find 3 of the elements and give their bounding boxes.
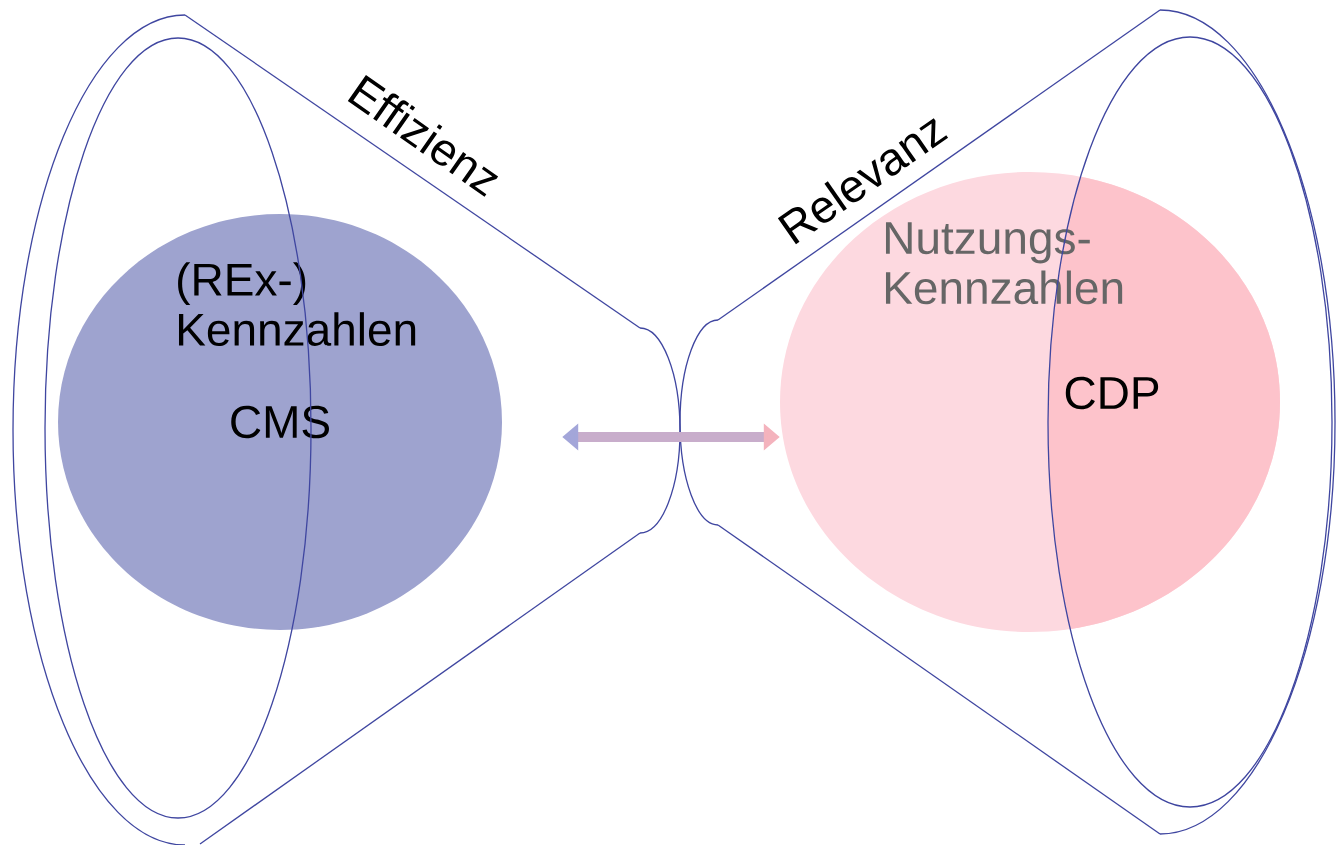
circle-text: CDP [1065,376,1159,410]
circle-text: CMS [231,405,329,439]
circle-text: (REx-) Kennzahlen [178,262,416,346]
